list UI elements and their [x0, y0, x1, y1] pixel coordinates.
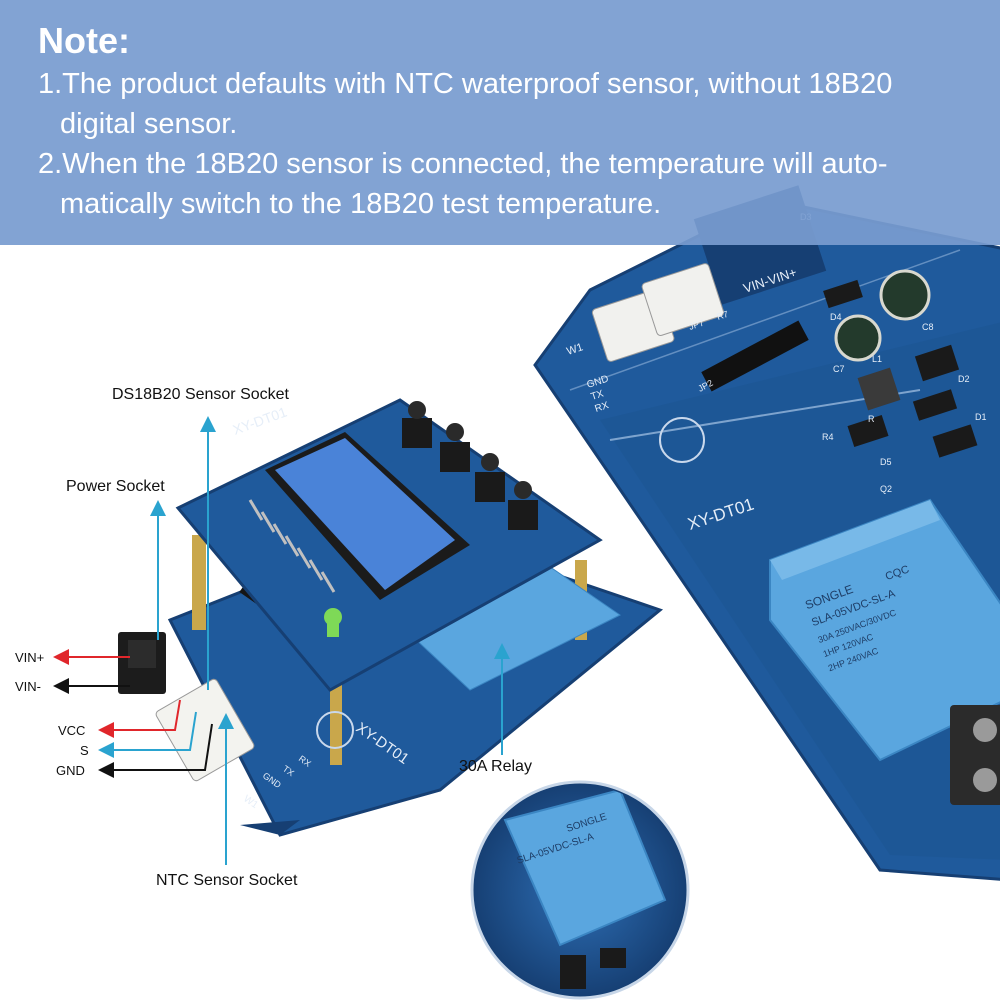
silk-w1: W1: [565, 341, 584, 358]
silk-d1: D1: [975, 412, 987, 422]
note-banner: Note: 1.The product defaults with NTC wa…: [0, 0, 1000, 245]
silk-d5: D5: [880, 457, 892, 467]
silk-jp7: JP7: [688, 318, 706, 332]
main-pcb-right: VIN-VIN+ XY-DT01 W1 GND TX RX JP2 JP7 R7…: [533, 185, 1000, 881]
silk-rx: RX: [594, 400, 611, 415]
note-line-2a: 2.When the 18B20 sensor is connected, th…: [38, 148, 888, 180]
silk-tx: TX: [590, 388, 606, 403]
s-arrow: [98, 711, 197, 758]
silk-r: R: [868, 414, 875, 424]
note-title: Note:: [38, 20, 130, 61]
ds18b20-socket-label: DS18B20 Sensor Socket: [112, 386, 289, 403]
main-pcb-left: XY-DT01 XY-DT01 W1 GND TX RX: [118, 398, 664, 837]
pin-gnd: GND: [56, 763, 85, 778]
silk-w1-left: W1: [241, 793, 260, 811]
note-line-2b: matically switch to the 18B20 test tempe…: [60, 188, 662, 220]
pin-vin-plus: VIN+: [15, 650, 45, 665]
ntc-socket-label: NTC Sensor Socket: [156, 872, 298, 889]
silk-model-top: XY-DT01: [231, 403, 290, 437]
callouts: [53, 416, 510, 865]
relay-zoom-inset: SLA-05VDC-SL-A SONGLE: [470, 780, 690, 1000]
power-socket-label: Power Socket: [66, 478, 165, 495]
pin-vin-minus: VIN-: [15, 679, 41, 694]
silk-q2: Q2: [880, 484, 892, 494]
silk-c7: C7: [833, 364, 845, 374]
silk-r4: R4: [822, 432, 834, 442]
pin-vcc: VCC: [58, 723, 86, 738]
silk-d2: D2: [958, 374, 970, 384]
pin-s: S: [80, 743, 89, 758]
silk-d4: D4: [830, 312, 842, 322]
note-line-1a: 1.The product defaults with NTC waterpro…: [38, 68, 893, 100]
relay-label: 30A Relay: [459, 758, 532, 775]
silk-c8: C8: [922, 322, 934, 332]
silk-l1: L1: [872, 354, 882, 364]
silk-r7: R7: [716, 309, 730, 322]
note-line-1b: digital sensor.: [60, 108, 238, 140]
gnd-arrow: [98, 723, 213, 778]
vcc-arrow: [98, 699, 181, 738]
